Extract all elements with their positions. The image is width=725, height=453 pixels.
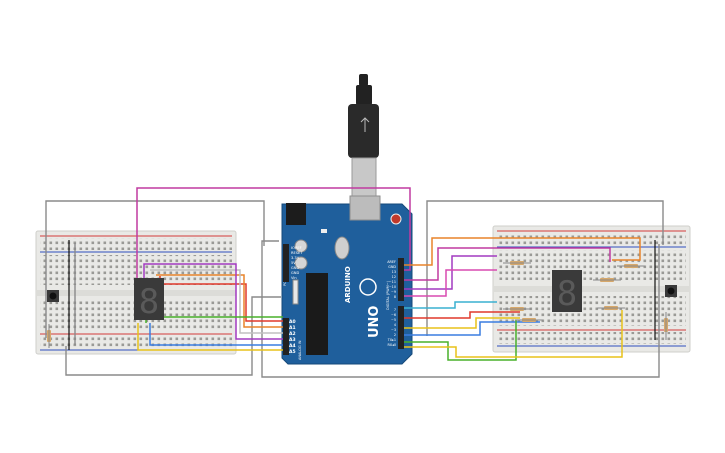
usb-port — [349, 195, 381, 221]
pin-label-10: ~10 — [389, 285, 396, 289]
right-signal-wires — [404, 237, 641, 361]
resistor-right-4 — [503, 307, 531, 311]
seven-segment-left: 8 — [134, 278, 164, 322]
pin-label-ioref: IOREF — [291, 246, 302, 250]
pin-label-8: 8 — [394, 295, 396, 299]
usb-cable — [348, 74, 379, 201]
infinity-logo — [359, 278, 377, 296]
display-left-body — [134, 278, 164, 320]
pin-label-a4: A4 — [289, 343, 296, 349]
display-right-digit: 8 — [557, 274, 577, 314]
analog-in-label: ANALOG IN — [298, 340, 302, 360]
pin-label-gnd-d: GND — [388, 265, 396, 269]
pin-label-5: ~5 — [391, 318, 396, 322]
reset-button[interactable] — [390, 213, 402, 225]
pin-label-5v: 5V — [291, 261, 296, 265]
display-left-digit: 8 — [139, 282, 159, 322]
resistor-right-2 — [593, 278, 621, 282]
pin-label-3v3: 3.3V — [291, 256, 300, 260]
pin-label-vin: Vin — [291, 276, 297, 280]
model-label: UNO — [367, 306, 382, 339]
pin-label-9: ~9 — [391, 290, 396, 294]
pin-label-gnd-1: GND — [291, 266, 299, 270]
resistor-right-6 — [597, 306, 625, 310]
pin-label-12: 12 — [392, 275, 396, 279]
pin-label-11: ~11 — [389, 280, 396, 284]
pin-label-aref: AREF — [387, 260, 396, 264]
power-header — [283, 244, 289, 282]
crystal — [334, 236, 350, 260]
pin-label-reset: RESET — [291, 251, 303, 255]
digital-header-low — [398, 306, 404, 349]
pin-label-gnd-2: GND — [291, 271, 299, 275]
atmega-chip — [306, 273, 328, 355]
pin-label-0: RX◂0 — [387, 343, 396, 347]
resistor-right-7 — [664, 312, 668, 340]
power-jack — [286, 203, 306, 225]
pin-label-a5: A5 — [289, 349, 296, 355]
pushbutton-right[interactable] — [665, 285, 677, 297]
digital-header-labels: AREF GND 13 12 ~11 ~10 ~9 8 7 ~6 ~5 4 ~3… — [387, 260, 397, 347]
brand-label: ARDUINO — [344, 266, 352, 303]
gray-wires — [45, 200, 664, 378]
capacitor-2 — [294, 256, 308, 270]
resistor-right-3 — [617, 264, 645, 268]
pin-label-7: 7 — [394, 308, 396, 312]
arduino-uno-board[interactable]: ARDUINO UNO POWER ANALOG IN DIGITAL (PWM… — [281, 195, 413, 365]
analog-header — [283, 318, 289, 355]
pin-label-a3: A3 — [289, 337, 296, 343]
resistors — [47, 261, 668, 348]
pin-label-1: TX▸1 — [387, 338, 396, 342]
pin-label-3: ~3 — [391, 328, 396, 332]
left-signal-wires — [136, 187, 411, 351]
breadboard-right — [492, 225, 691, 353]
resistor-right-5 — [515, 318, 543, 322]
display-right-body — [552, 270, 582, 312]
pin-label-13: 13 — [392, 270, 396, 274]
pin-label-a0: A0 — [289, 319, 296, 325]
resistor-right-1 — [503, 261, 531, 265]
pin-label-2: 2 — [394, 333, 396, 337]
pin-label-a1: A1 — [289, 325, 296, 331]
digital-label: DIGITAL (PWM~) — [386, 280, 390, 310]
pin-label-4: 4 — [394, 323, 396, 327]
pin-label-a2: A2 — [289, 331, 296, 337]
capacitor-1 — [294, 239, 308, 253]
digital-header-high — [398, 258, 404, 301]
resistor-left-1 — [47, 324, 51, 348]
left-header-labels: IOREF RESET 3.3V 5V GND GND Vin — [291, 246, 303, 280]
pin-label-6: ~6 — [391, 313, 396, 317]
seven-segment-right: 8 — [552, 270, 582, 314]
analog-header-labels: A0 A1 A2 A3 A4 A5 — [289, 319, 296, 355]
pushbutton-left[interactable] — [47, 290, 59, 302]
